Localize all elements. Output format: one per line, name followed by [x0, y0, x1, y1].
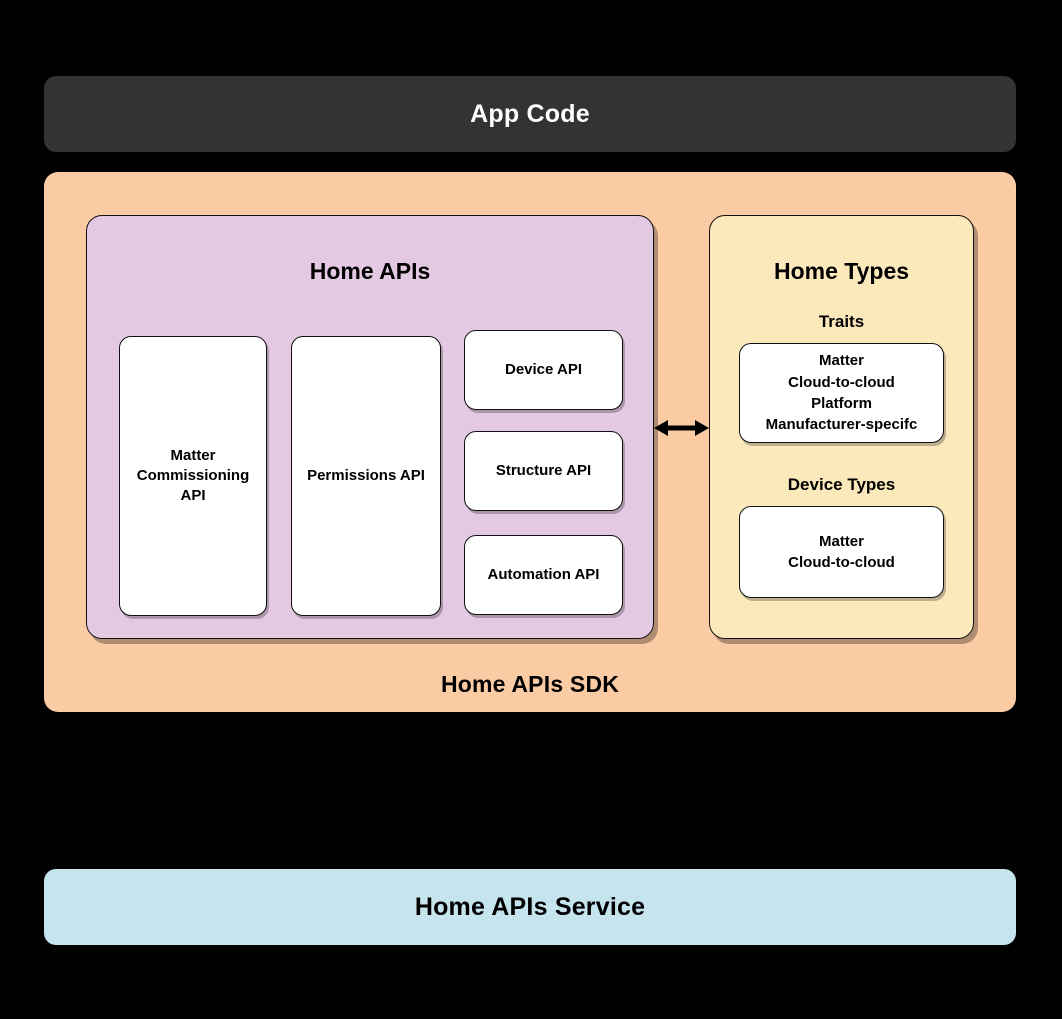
home-apis-sdk-block: Home APIs Matter Commissioning API Permi…: [44, 172, 1016, 712]
api-box-permissions: Permissions API: [291, 336, 441, 616]
home-types-device-types-heading: Device Types: [787, 475, 896, 494]
api-box-structure: Structure API: [464, 431, 623, 511]
api-box-matter-commissioning: Matter Commissioning API: [119, 336, 267, 616]
home-apis-sdk-caption: Home APIs SDK: [440, 671, 620, 697]
double-headed-arrow-icon: [654, 415, 709, 441]
home-types-traits-box: Matter Cloud-to-cloud Platform Manufactu…: [739, 343, 944, 443]
traits-item: Matter: [818, 352, 864, 370]
device-type-item: Cloud-to-cloud: [788, 554, 895, 571]
api-box-label: Permissions API: [307, 466, 425, 484]
api-box-device: Device API: [464, 330, 623, 410]
home-apis-service-label: Home APIs Service: [414, 892, 646, 921]
home-apis-panel: Home APIs Matter Commissioning API Permi…: [86, 215, 654, 639]
home-apis-service-block: Home APIs Service: [44, 869, 1016, 945]
app-code-block: App Code: [44, 76, 1016, 152]
home-types-device-types-box: Matter Cloud-to-cloud: [739, 506, 944, 598]
traits-item: Cloud-to-cloud: [788, 373, 895, 391]
traits-item: Platform: [811, 395, 872, 412]
api-box-label: Device API: [505, 360, 582, 378]
api-box-automation: Automation API: [464, 535, 623, 615]
home-types-title: Home Types: [773, 258, 910, 284]
api-box-label: Matter Commissioning API: [136, 446, 250, 505]
home-types-traits-heading: Traits: [818, 312, 865, 331]
home-types-panel: Home Types Traits Matter Cloud-to-cloud …: [709, 215, 974, 639]
device-type-item: Matter: [818, 532, 864, 550]
traits-item: Manufacturer-specifc: [765, 416, 918, 434]
app-code-label: App Code: [470, 99, 590, 128]
home-apis-title: Home APIs: [309, 258, 431, 284]
api-box-label: Automation API: [487, 565, 600, 583]
api-box-label: Structure API: [495, 461, 592, 479]
